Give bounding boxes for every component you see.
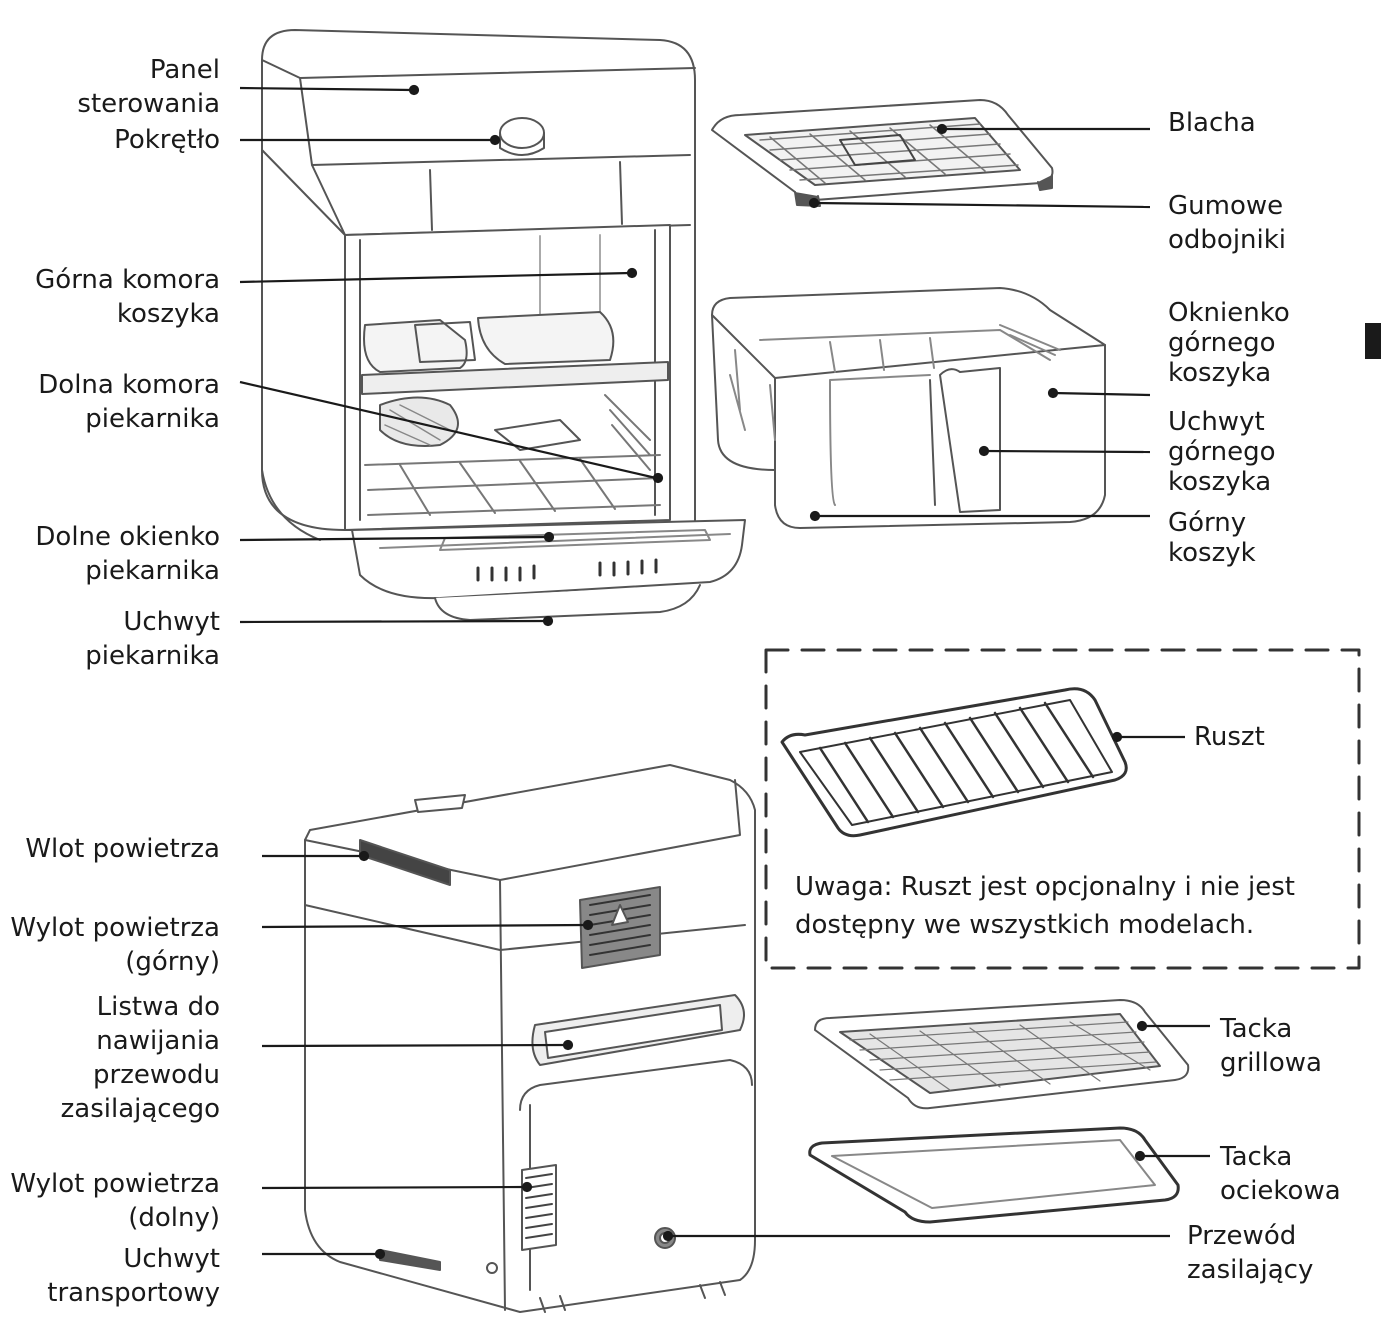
- leader-lower-chamber: [239, 380, 664, 484]
- drip-tray-illustration: [808, 1126, 1180, 1224]
- leader-rack: [1111, 731, 1185, 743]
- back-unit-illustration: [304, 764, 756, 1313]
- label-baking-plate: Blacha: [1168, 108, 1256, 138]
- label-air-outlet-top: Wylot powietrza(górny): [10, 913, 220, 977]
- leader-rubber-bumpers: [808, 197, 1151, 209]
- leader-upper-basket-handle: [978, 445, 1151, 457]
- leader-carry-handle: [262, 1248, 386, 1260]
- leader-drip-tray: [1134, 1150, 1210, 1162]
- leader-air-outlet-bottom: [261, 1181, 533, 1193]
- page-edge-marker: [1365, 323, 1381, 359]
- label-knob: Pokrętło: [114, 125, 220, 155]
- label-air-inlet: Wlot powietrza: [25, 834, 220, 864]
- leader-upper-basket: [809, 510, 1150, 522]
- grill-tray-illustration: [814, 999, 1190, 1110]
- leader-power-cord: [662, 1230, 1170, 1242]
- leader-upper-basket-window: [1047, 387, 1151, 399]
- upper-basket-illustration: [711, 287, 1106, 529]
- leader-grill-tray: [1136, 1020, 1210, 1032]
- leader-upper-chamber: [239, 267, 638, 284]
- leader-baking-plate: [936, 123, 1150, 135]
- note-frame: [764, 648, 1361, 970]
- label-rack: Ruszt: [1194, 722, 1265, 752]
- leader-air-inlet: [262, 850, 370, 862]
- label-air-outlet-bottom: Wylot powietrza(dolny): [10, 1169, 220, 1233]
- front-unit-illustration: [261, 29, 746, 621]
- leader-oven-handle: [239, 615, 554, 627]
- leader-knob: [240, 134, 501, 146]
- rack-illustration: [780, 687, 1128, 838]
- baking-plate-illustration: [711, 99, 1054, 207]
- leader-panel: [239, 84, 420, 96]
- leader-cord-wrap: [261, 1039, 574, 1051]
- leader-air-outlet-top: [261, 919, 594, 931]
- leader-lower-window: [239, 531, 555, 543]
